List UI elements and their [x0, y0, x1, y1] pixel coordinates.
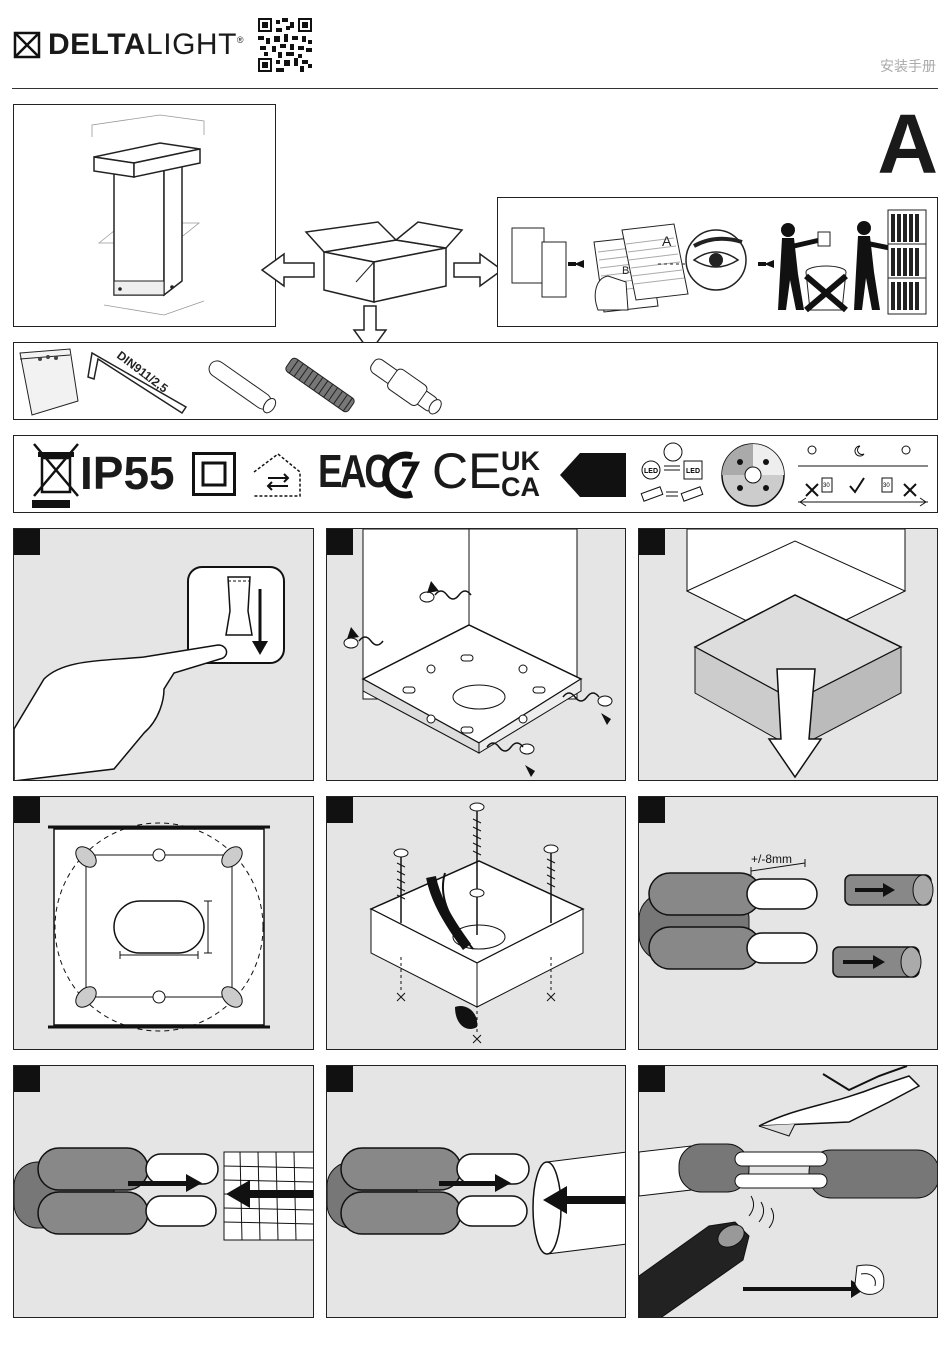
- ip-rating: IP55: [80, 450, 175, 496]
- manual-letter-a: A: [662, 233, 672, 249]
- connector-icon: [366, 353, 446, 419]
- package-contents-panel: DIN911/2,5: [13, 342, 938, 420]
- ukca-mark-bottom: CA: [501, 474, 540, 501]
- step-panel-2: [326, 528, 626, 781]
- insert-sleeve-illustration: [14, 1066, 314, 1318]
- insert-connector-illustration: [327, 1066, 626, 1318]
- strip-length-label: +/-8mm: [751, 852, 792, 866]
- ukca-mark-top: UK: [501, 448, 540, 475]
- brand-name: DELTALIGHT®: [48, 30, 244, 60]
- tag-shape-icon: [560, 453, 626, 497]
- header-divider: [12, 88, 938, 89]
- step-panel-5: [326, 796, 626, 1050]
- remove-screws-illustration: [327, 529, 626, 781]
- sleeve-tube-icon: [206, 358, 278, 415]
- strip-wires-illustration: +/-8mm: [639, 797, 938, 1050]
- product-illustration-panel: [13, 104, 276, 327]
- weee-bin-icon: [28, 440, 88, 512]
- step-panel-9: [638, 1065, 938, 1318]
- class-ii-insulation-icon: [192, 452, 236, 496]
- step-panel-7: [13, 1065, 314, 1318]
- step-panel-4: [13, 796, 314, 1050]
- step-panel-3: [638, 528, 938, 781]
- crimp-and-shrink-illustration: [639, 1066, 938, 1318]
- ce-mark: CE: [432, 446, 501, 496]
- base-dimensions-illustration: [14, 797, 314, 1050]
- read-and-store-manual-icon: A B: [498, 198, 939, 328]
- step-panel-1: [13, 528, 314, 781]
- sensor-timing-diagram: 30 30: [798, 440, 928, 510]
- switch-off-power-illustration: [14, 529, 314, 781]
- document-title: 安装手册: [880, 56, 936, 76]
- led-label-left: LED: [644, 468, 658, 475]
- eac-mark: EAC: [318, 448, 389, 494]
- remove-base-illustration: [639, 529, 938, 781]
- screw-bag-icon: [20, 349, 78, 415]
- manual-instructions-panel: A B: [497, 197, 938, 327]
- corrugated-sleeve-icon: [284, 357, 355, 414]
- delta-logo-icon: [14, 32, 40, 58]
- qr-code-icon: [258, 18, 312, 72]
- step-panel-6: +/-8mm: [638, 796, 938, 1050]
- brand-logo: DELTALIGHT®: [14, 18, 312, 72]
- section-letter: A: [877, 102, 938, 186]
- usage-wheel-icon: [720, 442, 786, 508]
- sensor-value-left: 30: [823, 483, 830, 489]
- mount-base-illustration: [327, 797, 626, 1050]
- indoor-outdoor-house-icon: [250, 450, 304, 500]
- sensor-value-right: 30: [883, 483, 890, 489]
- bollard-light-icon: [14, 105, 277, 328]
- led-label-right: LED: [686, 468, 700, 475]
- ctick-compliance-icon: [382, 450, 422, 500]
- led-replaceable-icon: LED LED: [638, 440, 708, 510]
- certification-markings-panel: IP55 EAC CE UK CA LED LED: [13, 435, 938, 513]
- package-contents-icons: DIN911/2,5: [14, 343, 939, 421]
- step-panel-8: [326, 1065, 626, 1318]
- manual-letter-b: B: [622, 265, 629, 277]
